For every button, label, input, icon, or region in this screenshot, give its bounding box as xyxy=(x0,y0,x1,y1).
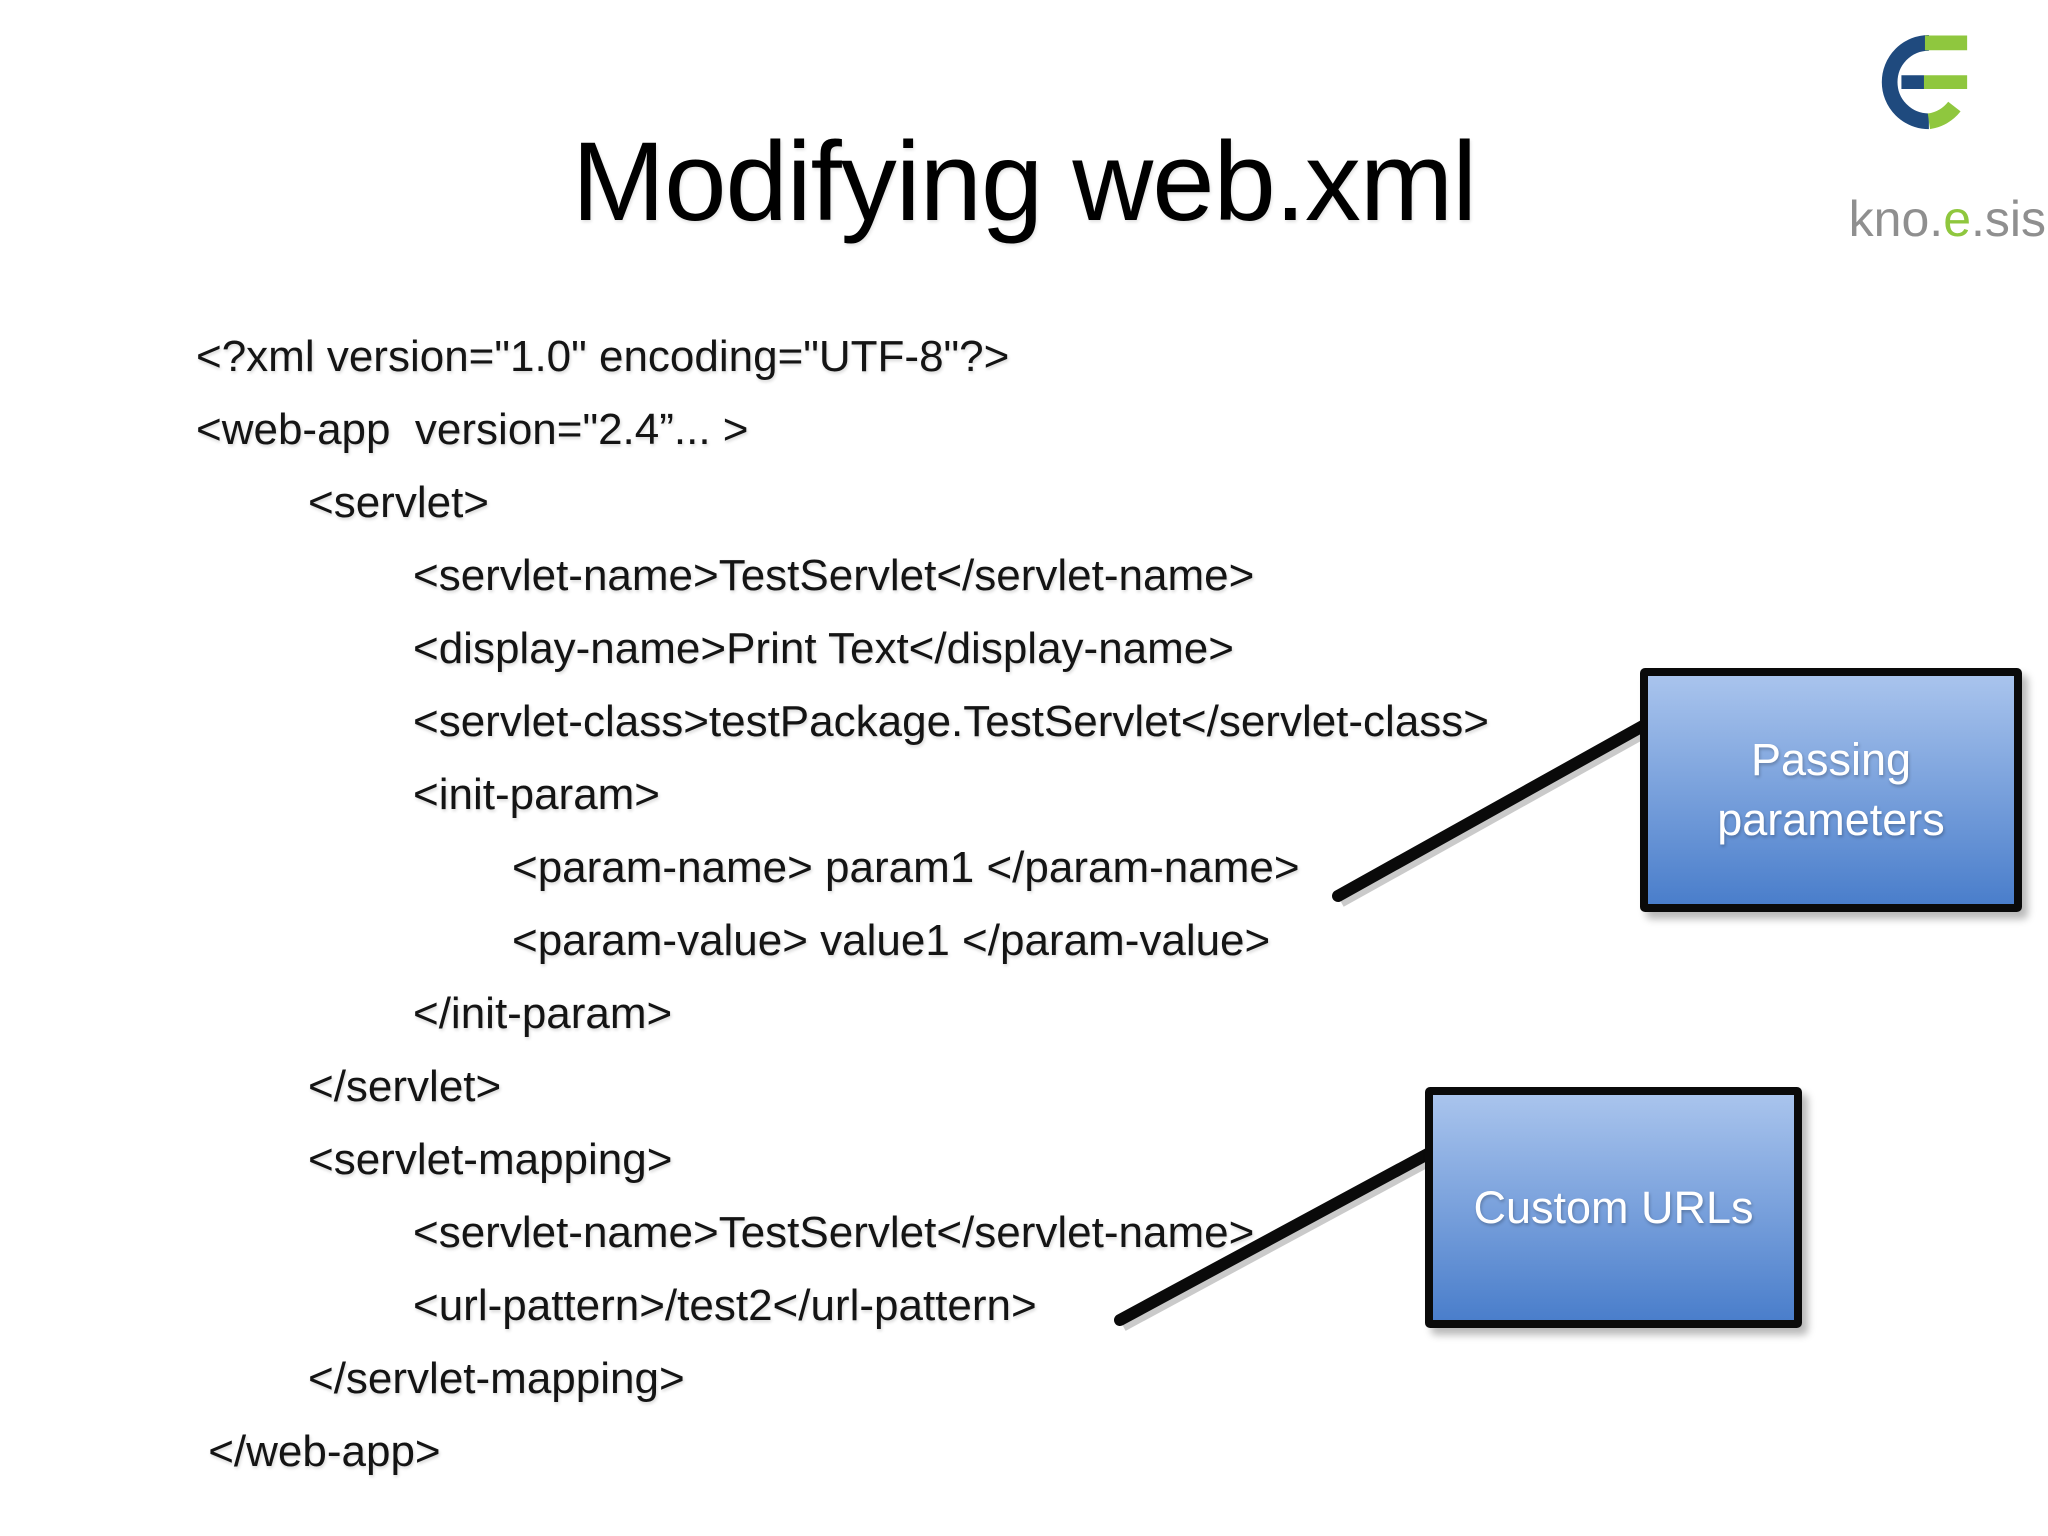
callout-passing-parameters-label: Passing parameters xyxy=(1717,734,1945,845)
code-line: <servlet-name>TestServlet</servlet-name> xyxy=(413,1208,1255,1257)
callout-passing-parameters: Passing parameters xyxy=(1640,668,2022,912)
code-line: <param-name> param1 </param-name> xyxy=(512,843,1300,892)
knoesis-logo-icon xyxy=(1881,35,1968,130)
slide-title: Modifying web.xml xyxy=(571,119,1477,244)
wordmark-post: .sis xyxy=(1971,191,2046,247)
callout-custom-urls-label: Custom URLs xyxy=(1473,1181,1754,1233)
code-line: <servlet-mapping> xyxy=(308,1135,673,1184)
code-line: </init-param> xyxy=(413,989,673,1038)
code-line: <url-pattern>/test2</url-pattern> xyxy=(413,1281,1037,1330)
code-line: <param-value> value1 </param-value> xyxy=(512,916,1271,965)
code-line: <servlet> xyxy=(308,478,489,527)
code-line: <?xml version="1.0" encoding="UTF-8"?> xyxy=(196,332,1010,381)
code-line: <web-app version="2.4”... > xyxy=(196,405,749,454)
wordmark-pre: kno. xyxy=(1848,191,1944,247)
wordmark-accent: e xyxy=(1943,191,1971,247)
code-line: <display-name>Print Text</display-name> xyxy=(413,624,1234,673)
code-line: <servlet-name>TestServlet</servlet-name> xyxy=(413,551,1255,600)
logo-navy-arc xyxy=(1881,35,1930,130)
logo-green-bottom-arc xyxy=(1927,101,1961,130)
knoesis-wordmark: kno.e.sis xyxy=(1740,192,2046,247)
code-line: <servlet-class>testPackage.TestServlet</… xyxy=(413,697,1490,746)
callout-custom-urls: Custom URLs xyxy=(1425,1087,1802,1328)
xml-code-block: <?xml version="1.0" encoding="UTF-8"?> <w… xyxy=(196,320,1489,1488)
code-line: <init-param> xyxy=(413,770,661,819)
code-line: </servlet> xyxy=(308,1062,502,1111)
code-line: </servlet-mapping> xyxy=(308,1354,685,1403)
code-line: </web-app> xyxy=(196,1427,441,1476)
